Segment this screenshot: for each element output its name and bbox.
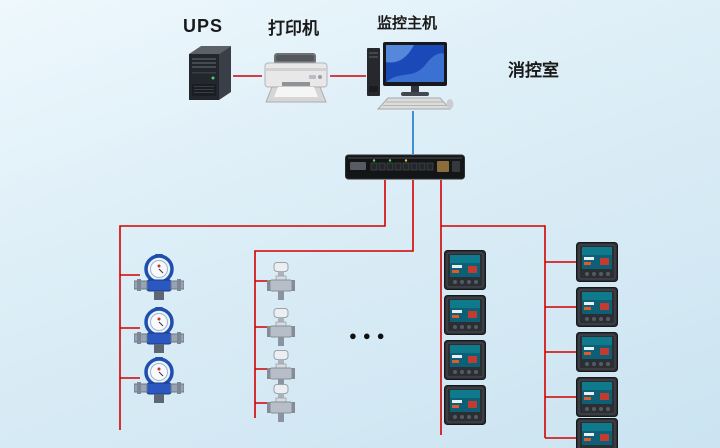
ellipsis-more-devices: ●●● <box>349 328 391 343</box>
water-meter-icon <box>134 305 184 353</box>
printer-label: 打印机 <box>268 19 319 38</box>
ups-label: UPS <box>183 16 224 36</box>
network-switch-icon <box>345 154 465 180</box>
power-meter-icon <box>576 418 618 448</box>
control-room-label: 消控室 <box>508 61 559 80</box>
power-meter-icon <box>576 377 618 417</box>
power-meter-icon <box>444 385 486 425</box>
power-meter-icon <box>576 242 618 282</box>
power-meter-icon <box>444 250 486 290</box>
power-meter-icon <box>576 287 618 327</box>
power-meter-icon <box>444 340 486 380</box>
valve-icon <box>266 262 296 300</box>
valve-icon <box>266 350 296 388</box>
power-meter-icon <box>444 295 486 335</box>
valve-icon <box>266 384 296 422</box>
water-meter-icon <box>134 355 184 403</box>
ups-icon <box>185 44 233 102</box>
power-meter-icon <box>576 332 618 372</box>
printer-icon <box>262 52 330 106</box>
valve-icon <box>266 308 296 346</box>
monitor-host-icon <box>366 40 454 110</box>
monitor-host-label: 监控主机 <box>377 15 438 32</box>
water-meter-icon <box>134 252 184 300</box>
